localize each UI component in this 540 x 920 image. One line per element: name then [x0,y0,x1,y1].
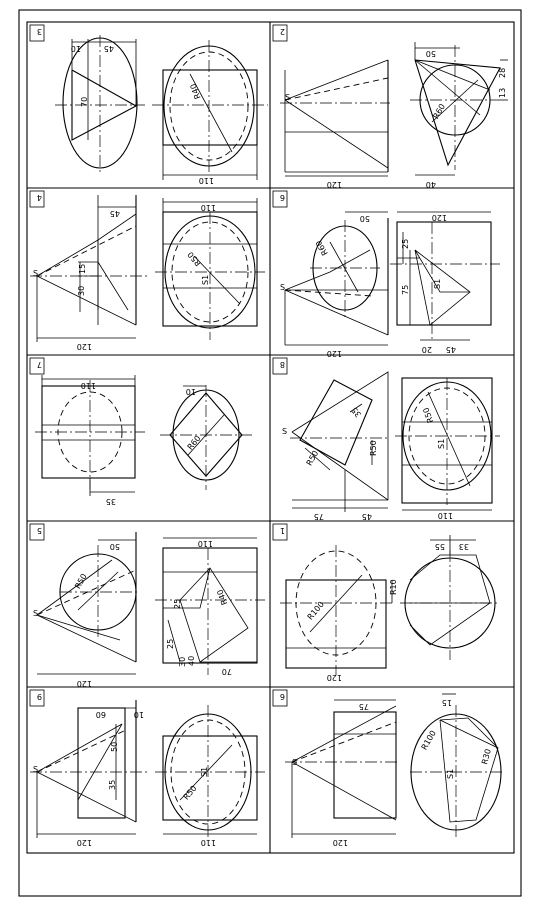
dim-label: R50 [305,449,321,467]
dim-label: 15 [442,698,452,707]
outer-frame [18,9,522,897]
dim-label: 75 [401,285,410,295]
dim-label: 10 [134,710,144,719]
dim-label: 10 [71,44,81,53]
panel-row5-right: 6 S 75 120 15 R100 R30 S1 [272,689,505,847]
dim-label: 30 [178,657,187,667]
dim-label: 30 [77,286,86,296]
dim-label: 25 [401,239,410,249]
dim-label: 10 [186,387,196,396]
dim-label: 13 [498,88,507,98]
dim-label: R50 [186,250,203,268]
dim-label: 45 [446,345,456,354]
panel-5: 5 S R50 50 120 110 R40 25 25 40 30 70 [29,523,265,688]
panel-number: 3 [37,27,42,36]
dim-label: 120 [327,673,342,682]
dim-label: R50 [182,784,199,802]
point-label: S1 [200,767,209,777]
panel-number: 7 [37,360,42,369]
dim-label: 25 [173,599,182,609]
dim-label: 50 [110,542,120,551]
dim-label: 120 [327,180,342,189]
dim-label: 40 [426,180,436,189]
dim-label: 35 [350,405,363,419]
panel-4: 4 S 45 15 30 120 R50 S1 110 [29,190,265,351]
point-label: S [292,758,297,767]
dim-label: 55 [435,542,445,551]
dim-label: R50 [369,440,378,456]
panel-number: 4 [37,193,42,202]
dim-label: R60 [186,434,203,452]
dim-label: 110 [199,176,214,185]
dim-label: 75 [359,702,369,711]
dim-label: 45 [104,44,114,53]
dim-label: 28 [498,68,507,78]
point-label: S [282,427,287,436]
panel-6: 6 S R60 50 120 S1 25 75 120 20 45 [272,190,500,358]
dim-label: 20 [422,345,432,354]
dim-label: R40 [189,82,203,100]
dim-label: 15 [78,264,87,274]
dim-label: 120 [333,838,348,847]
panel-number: 6 [280,193,285,202]
dim-label: 40 [187,656,196,666]
panel-number: 9 [37,692,42,701]
dim-label: 45 [110,209,120,218]
dim-label: 70 [80,97,89,107]
point-label: S1 [433,279,442,289]
panel-number: 2 [280,27,285,36]
dim-label: 110 [201,203,216,212]
panel-row4-right: 1 R100 120 R10 55 33 [272,523,500,682]
dim-label: R40 [215,588,229,606]
dim-label: 45 [362,512,372,521]
dim-label: 50 [426,49,436,58]
dim-label: 110 [438,511,453,520]
dim-label: 120 [77,838,92,847]
dim-label: 35 [108,780,117,790]
dim-label: 110 [201,838,216,847]
dim-label: 120 [432,213,447,222]
point-label: S1 [437,439,446,449]
dim-label: R60 [314,239,330,257]
dim-label: R50 [73,572,89,590]
dim-label: R30 [480,748,493,766]
dim-label: 70 [222,667,232,676]
point-label: S1 [201,275,210,285]
panel-2: 2 S 120 R60 50 28 13 40 [272,24,508,189]
panel-number: 1 [280,526,285,535]
dim-label: 120 [77,679,92,688]
dim-label: 110 [81,381,96,390]
dim-label: 120 [327,349,342,358]
panel-number: 5 [37,526,42,535]
dim-label: R50 [421,406,435,424]
point-label: S [280,283,285,292]
dim-label: 75 [314,512,324,521]
dim-label: 50 [110,742,119,752]
dim-label: R10 [389,579,398,595]
dim-label: 120 [77,342,92,351]
dim-label: 60 [96,710,106,719]
point-label: S1 [446,769,455,779]
dim-label: 110 [198,539,213,548]
panel-number: 8 [280,360,285,369]
dim-label: 33 [459,542,469,551]
dim-label: R100 [420,729,438,752]
dim-label: 35 [106,497,116,506]
point-label: S [33,609,38,618]
dim-label: 25 [166,639,175,649]
dim-label: 50 [360,214,370,223]
panel-row5-left: 9 S 60 10 50 35 120 R50 S1 110 [29,689,265,847]
panel-number: 6 [280,692,285,701]
point-label: S [33,269,38,278]
point-label: S [285,93,290,102]
dim-label: R60 [431,102,447,120]
panel-3: 3 10 45 70 R40 110 [29,24,268,185]
panel-8: 8 S R50 35 R50 75 45 R50 S1 110 [272,357,500,521]
point-label: S [33,765,38,774]
panel-7: 7 110 35 R60 10 [29,357,255,506]
